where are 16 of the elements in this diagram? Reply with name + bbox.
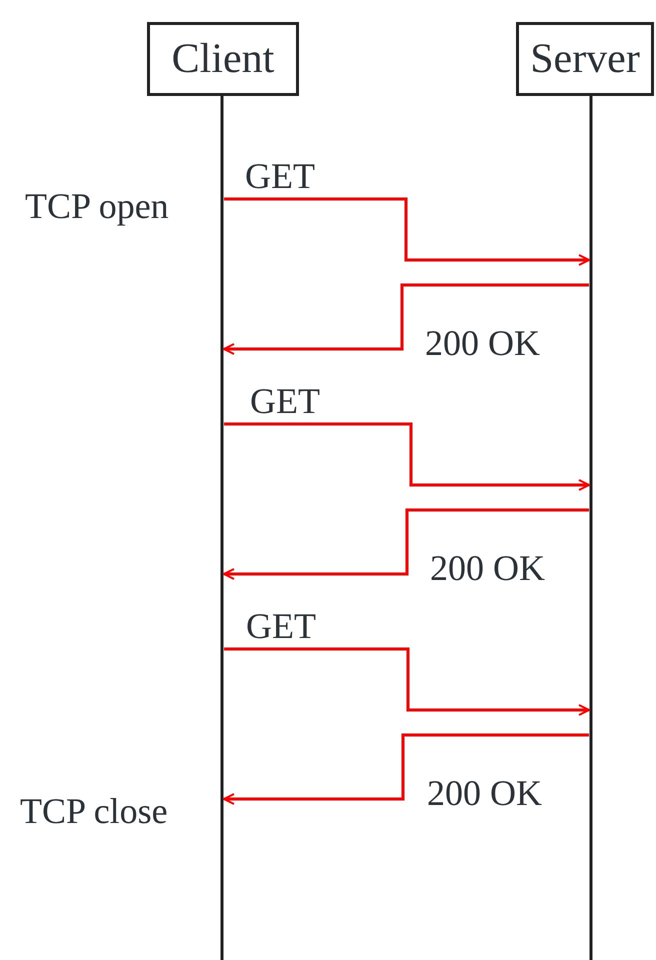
edge-label: 200 OK	[425, 325, 540, 361]
edge-label: 200 OK	[427, 775, 542, 811]
message-arrow	[223, 284, 589, 355]
edge-label: GET	[250, 383, 320, 419]
edge-label: 200 OK	[430, 550, 545, 586]
message-arrow	[223, 508, 589, 580]
message-arrow	[224, 198, 590, 266]
message-arrow	[224, 422, 590, 491]
message-arrow	[224, 648, 590, 716]
edge-label: GET	[245, 158, 315, 194]
participant-box: Server	[516, 22, 654, 96]
participant-box: Client	[147, 22, 299, 96]
edge-label: GET	[246, 608, 316, 644]
note-text: TCP close	[20, 793, 168, 829]
message-arrow	[223, 734, 589, 805]
note-text: TCP open	[25, 188, 169, 224]
